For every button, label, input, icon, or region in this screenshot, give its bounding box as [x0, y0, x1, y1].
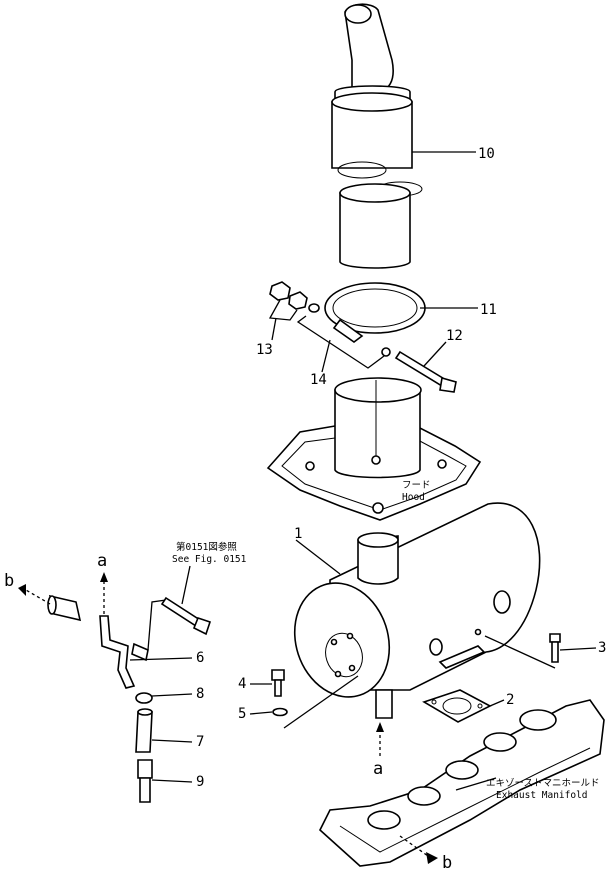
exhaust-pipe-elbow: [331, 3, 423, 269]
callout-9: 9: [196, 774, 204, 790]
leader-12: [423, 341, 447, 367]
note-see-fig-jp: 第0151図参照: [176, 541, 237, 553]
note-manifold-jp: エキゾーストマニホールド: [486, 778, 600, 789]
gasket: [422, 689, 492, 723]
callout-2: 2: [506, 692, 514, 708]
bolt-3: [549, 633, 561, 663]
leader-see-fig: [147, 599, 167, 651]
note-manifold-en: Exhaust Manifold: [496, 790, 588, 801]
drain-line-parts: [47, 594, 153, 803]
callout-6: 6: [196, 650, 204, 666]
leader-6: [129, 657, 193, 661]
leader-9: [151, 779, 193, 783]
arrow-a-bottom: [376, 722, 384, 756]
bolt-see-fig: [160, 596, 212, 636]
leader-1: [295, 539, 341, 575]
muffler-body: [293, 502, 541, 719]
callout-7: 7: [196, 734, 204, 750]
callout-8: 8: [196, 686, 204, 702]
callout-1: 1: [294, 526, 302, 542]
hood-assembly: [266, 377, 482, 521]
arrow-a-top: [100, 572, 108, 614]
ref-b-left: b: [4, 571, 14, 591]
callout-4: 4: [238, 676, 246, 692]
ref-a-bottom: a: [373, 759, 383, 779]
callout-13: 13: [256, 342, 273, 358]
leader-14b: [321, 339, 331, 373]
leader-3: [559, 647, 597, 651]
clamp-ring: [324, 282, 426, 343]
note-hood-jp: フード: [402, 480, 431, 491]
leader-2: [489, 699, 505, 707]
leader-3a: [484, 635, 556, 669]
callout-11: 11: [480, 302, 497, 318]
leader-8: [151, 693, 193, 697]
ref-b-bottom: b: [442, 853, 452, 873]
nuts-washers: [269, 281, 391, 357]
ref-a-top: a: [97, 551, 107, 571]
exhaust-manifold: [319, 699, 605, 867]
leader-manifold: [455, 777, 497, 791]
callout-3: 3: [598, 640, 606, 656]
note-see-fig-en: See Fig. 0151: [172, 554, 247, 565]
note-hood-en: Hood: [402, 492, 425, 503]
leader-see-fig-b: [181, 565, 191, 605]
bolt-4-washer-5: [271, 669, 288, 717]
bolt-12: [394, 350, 457, 393]
callout-14: 14: [310, 372, 327, 388]
leader-5: [249, 711, 273, 715]
arrow-b-bottom: [399, 835, 438, 864]
callout-12: 12: [446, 328, 463, 344]
callout-5: 5: [238, 706, 246, 722]
leader-13b: [271, 317, 277, 341]
callout-10: 10: [478, 146, 495, 162]
leader-13: [268, 299, 298, 321]
leader-14: [296, 315, 385, 369]
leader-45: [283, 675, 359, 729]
arrow-b-left: [18, 584, 51, 605]
leader-7: [151, 739, 193, 743]
